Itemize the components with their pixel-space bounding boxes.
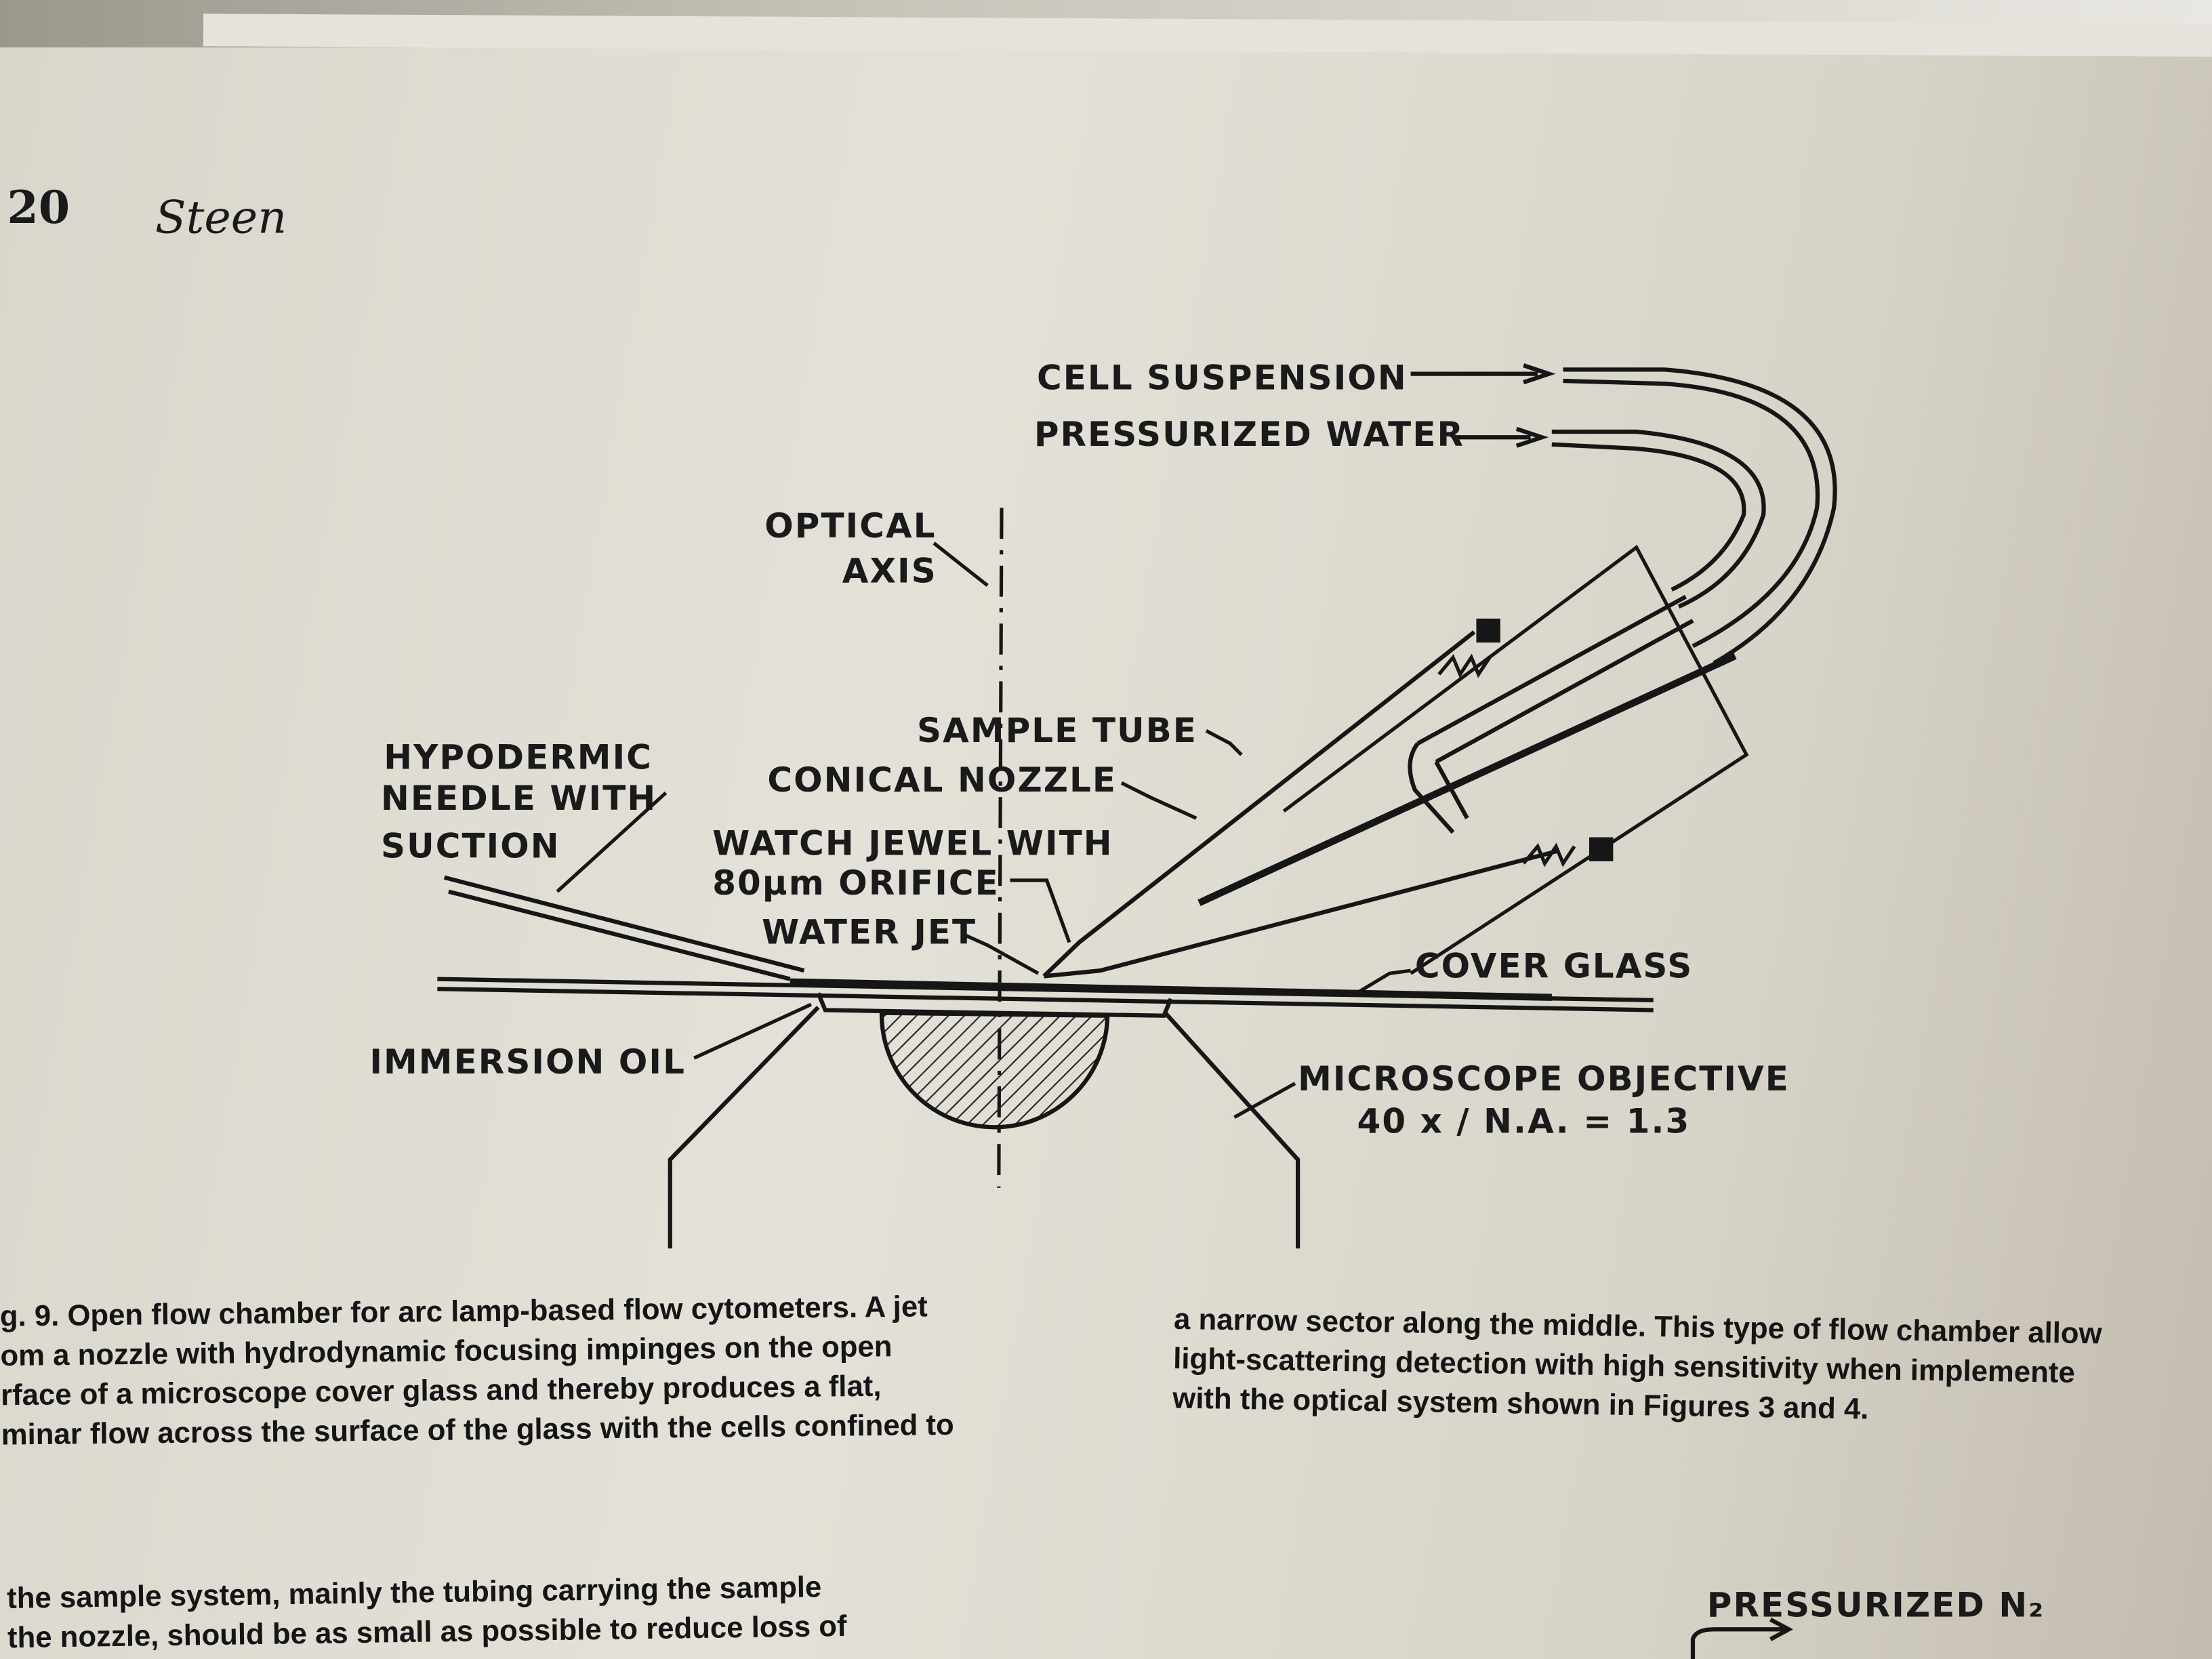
- label-pressurized-water: PRESSURIZED WATER: [1034, 415, 1465, 454]
- caption-line: rface of a microscope cover glass and th…: [1, 1370, 882, 1412]
- label-hypodermic-2: NEEDLE WITH: [381, 779, 657, 818]
- label-sample-tube: SAMPLE TUBE: [917, 711, 1197, 750]
- label-cell-suspension: CELL SUSPENSION: [1037, 359, 1408, 398]
- cell-suspension-tube: [1563, 367, 1837, 665]
- body-line: the sample system, mainly the tubing car…: [7, 1570, 822, 1615]
- label-optical-axis: OPTICAL: [764, 506, 936, 546]
- label-conical-nozzle: CONICAL NOZZLE: [767, 760, 1117, 800]
- spring-bottom: [1522, 842, 1576, 867]
- next-figure-arrow: [1690, 1617, 1794, 1659]
- arrow-cell-suspension: [1410, 363, 1556, 385]
- caption-line: with the optical system shown in Figures…: [1172, 1381, 1869, 1425]
- microscope-objective-body: [668, 1006, 1300, 1249]
- label-hypodermic: HYPODERMIC: [384, 737, 653, 777]
- label-optical-axis-2: AXIS: [842, 552, 937, 591]
- label-immersion-oil: IMMERSION OIL: [369, 1042, 686, 1082]
- spring-top: [1437, 653, 1492, 678]
- label-cover-glass: COVER GLASS: [1415, 947, 1693, 986]
- sample-tube: [1197, 653, 1737, 906]
- label-hypodermic-3: SUCTION: [381, 827, 560, 866]
- label-watch-jewel: WATCH JEWEL WITH: [712, 823, 1113, 863]
- arrow-pressurized-water: [1453, 426, 1549, 448]
- figure-caption-left: g. 9. Open flow chamber for arc lamp-bas…: [0, 1290, 954, 1452]
- flow-chamber-diagram: [437, 363, 1837, 1249]
- objective-lens: [879, 1010, 1110, 1130]
- next-figure-label: PRESSURIZED N₂: [1707, 1586, 2045, 1625]
- caption-line: om a nozzle with hydrodynamic focusing i…: [0, 1330, 892, 1372]
- body-line: the nozzle, should be as small as possib…: [7, 1610, 848, 1654]
- caption-line: light-scattering detection with high sen…: [1173, 1342, 2075, 1389]
- conical-nozzle: [1042, 630, 1559, 979]
- inner-tube: [1408, 594, 1694, 834]
- body-text: the sample system, mainly the tubing car…: [7, 1570, 848, 1654]
- label-orifice: 80µm ORIFICE: [712, 863, 1000, 903]
- label-water-jet: WATER JET: [762, 913, 977, 952]
- hypodermic-needle: [443, 875, 805, 981]
- running-head-author: Steen: [155, 190, 287, 243]
- page-number: 20: [7, 180, 70, 234]
- caption-line: a narrow sector along the middle. This t…: [1174, 1303, 2103, 1351]
- figure-caption-right: a narrow sector along the middle. This t…: [1172, 1303, 2103, 1426]
- nozzle-housing: [1282, 544, 1749, 975]
- caption-line: g. 9. Open flow chamber for arc lamp-bas…: [0, 1290, 928, 1332]
- caption-line: minar flow across the surface of the gla…: [1, 1408, 954, 1452]
- label-microscope-objective: MICROSCOPE OBJECTIVE: [1298, 1059, 1790, 1099]
- pressurized-water-tube: [1551, 429, 1766, 609]
- diagram-labels: CELL SUSPENSION PRESSURIZED WATER OPTICA…: [369, 359, 1790, 1141]
- label-objective-spec: 40 x / N.A. = 1.3: [1357, 1102, 1691, 1141]
